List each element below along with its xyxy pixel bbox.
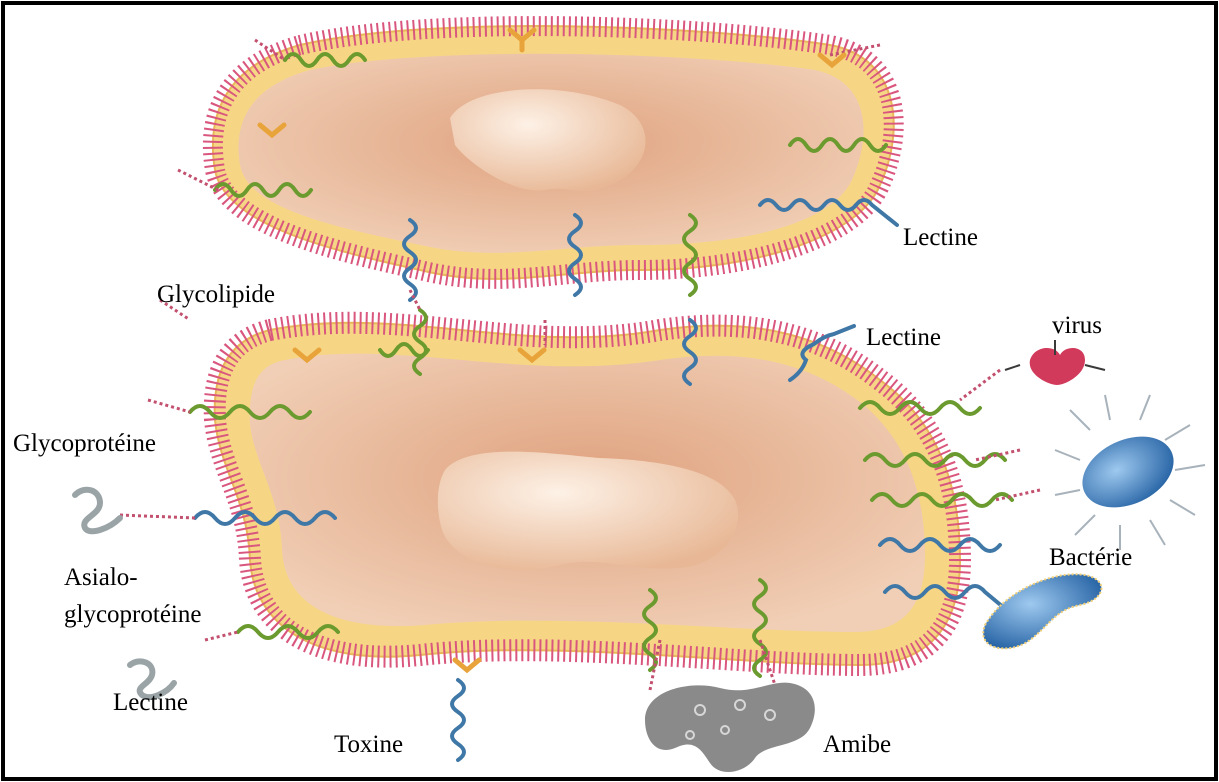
virus-body (1030, 348, 1085, 385)
sugar-chain (205, 632, 238, 640)
label-toxine: Toxine (334, 732, 403, 757)
gray-lectins (75, 490, 174, 697)
label-glycoproteine: Glycoprotéine (13, 431, 156, 456)
receptor (455, 660, 479, 670)
bacteria-lower-body (983, 574, 1101, 648)
label-glycolipide: Glycolipide (157, 282, 275, 307)
bacteria-icon (1055, 395, 1205, 550)
label-asialo-line1: Asialo- (64, 565, 138, 590)
sugar-chain (148, 400, 190, 412)
toxin-helix (452, 680, 464, 760)
amoeba-icon (645, 683, 815, 772)
label-lectine-top: Lectine (903, 225, 978, 250)
sugar-chain (120, 515, 195, 518)
label-asialo-line2: glycoprotéine (64, 602, 201, 627)
label-virus: virus (1052, 313, 1102, 338)
bottom-cell (215, 323, 960, 665)
virus-icon (1005, 340, 1105, 385)
label-lectine-mid: Lectine (866, 325, 941, 350)
label-lectine-bottom: Lectine (113, 690, 188, 715)
sugar-chain (960, 370, 1000, 400)
asialo-lectin-coil (75, 490, 120, 532)
label-amibe: Amibe (823, 732, 891, 757)
bacteria-lower-icon (983, 574, 1101, 648)
label-bacterie: Bactérie (1049, 545, 1132, 570)
amoeba-body (645, 683, 815, 772)
